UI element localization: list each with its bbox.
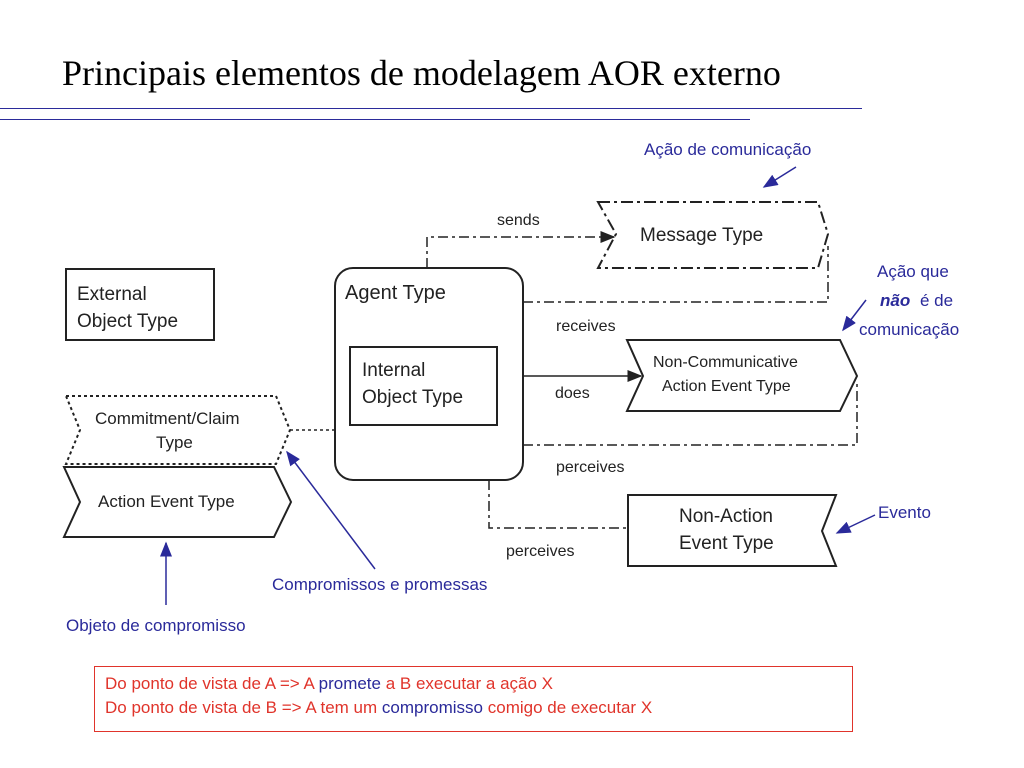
- message-type-label: Message Type: [640, 225, 763, 246]
- internal-object-label-2: Object Type: [362, 387, 463, 408]
- evento-text: Evento: [878, 503, 931, 522]
- annotation-evento: Evento: [835, 503, 931, 534]
- internal-object-type-box: Internal Object Type: [349, 346, 498, 426]
- compromissos-text: Compromissos e promessas: [272, 575, 487, 594]
- commitment-claim-box: Commitment/Claim Type: [64, 395, 292, 465]
- external-object-type-box: External Object Type: [65, 268, 215, 341]
- edge-perceives-lower: perceives: [488, 480, 628, 560]
- nao-e-de-line: não é de: [880, 291, 953, 310]
- agent-type-label: Agent Type: [345, 282, 446, 304]
- edge-receives-label: receives: [556, 318, 616, 335]
- non-communicative-action-box: Non-Communicative Action Event Type: [625, 339, 859, 412]
- non-action-label-2: Event Type: [679, 533, 774, 554]
- annotation-objeto-compromisso: Objeto de compromisso: [66, 541, 246, 635]
- internal-object-label-1: Internal: [362, 360, 425, 381]
- objeto-compromisso-text: Objeto de compromisso: [66, 616, 246, 635]
- action-event-box: Action Event Type: [62, 466, 293, 538]
- legend-line1-c: a B executar a ação X: [385, 674, 554, 693]
- comunicacao-text: comunicação: [859, 320, 959, 339]
- edge-sends: sends: [426, 212, 616, 268]
- message-type-box: Message Type: [596, 201, 830, 269]
- edge-perceives-upper: perceives: [523, 380, 858, 476]
- annotation-acao-nao-comunicacao: Ação que não é de comunicação: [842, 262, 959, 339]
- legend-line1-a: Do ponto de vista de A => A: [105, 674, 314, 693]
- legend-line-1: Do ponto de vista de A => A promete a B …: [105, 672, 852, 696]
- edge-sends-label: sends: [497, 212, 540, 229]
- nao-text: não: [880, 291, 910, 310]
- legend-line2-a: Do ponto de vista de B => A tem um: [105, 698, 378, 717]
- annotation-acao-comunicacao: Ação de comunicação: [644, 140, 811, 188]
- e-de-text: é de: [920, 291, 953, 310]
- legend-box: Do ponto de vista de A => A promete a B …: [94, 666, 853, 732]
- commitment-label-2: Type: [156, 433, 193, 452]
- legend-line-2: Do ponto de vista de B => A tem um compr…: [105, 696, 852, 720]
- external-object-label-1: External: [77, 284, 147, 305]
- action-event-label: Action Event Type: [98, 492, 235, 511]
- acao-comunicacao-text: Ação de comunicação: [644, 140, 811, 159]
- non-comm-label-2: Action Event Type: [662, 378, 791, 395]
- commitment-label-1: Commitment/Claim: [95, 409, 240, 428]
- page-title: Principais elementos de modelagem AOR ex…: [62, 53, 781, 93]
- edge-does-label: does: [555, 385, 590, 402]
- edge-perceives-lower-label: perceives: [506, 543, 574, 560]
- acao-que-text: Ação que: [877, 262, 949, 281]
- non-comm-label-1: Non-Communicative: [653, 354, 798, 371]
- edge-perceives-upper-label: perceives: [556, 459, 624, 476]
- title-rule-upper: [0, 108, 862, 109]
- annotation-compromissos: Compromissos e promessas: [272, 450, 487, 594]
- non-action-event-box: Non-Action Event Type: [627, 494, 838, 567]
- non-action-label-1: Non-Action: [679, 506, 773, 527]
- external-object-label-2: Object Type: [77, 311, 178, 332]
- legend-line2-compromisso: compromisso: [381, 698, 483, 717]
- edge-does: does: [523, 370, 643, 402]
- legend-line1-promete: promete: [318, 674, 381, 693]
- title-rule-lower: [0, 119, 750, 120]
- legend-line2-c: comigo de executar X: [487, 698, 653, 717]
- edge-receives: receives: [523, 246, 829, 335]
- agent-type-box: Agent Type: [334, 267, 524, 481]
